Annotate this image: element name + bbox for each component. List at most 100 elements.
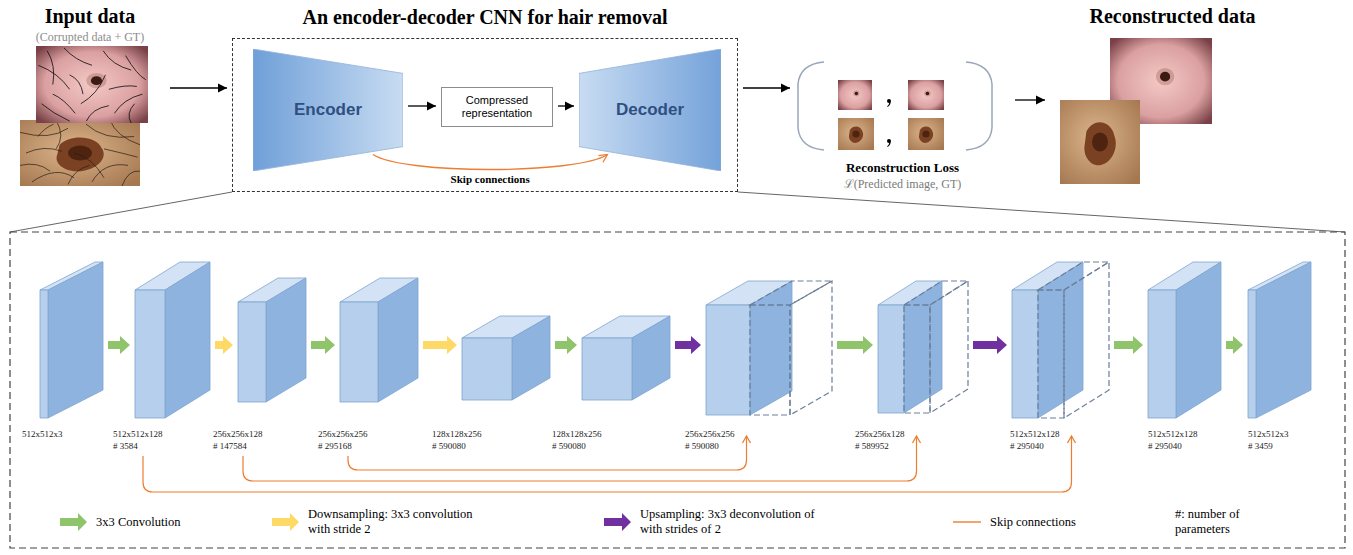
cuboid-face <box>632 316 670 400</box>
network-frame: An encoder-decoder CNN for hair removalE… <box>232 38 738 192</box>
cuboid-face <box>48 262 103 418</box>
layer-cuboid <box>135 262 210 418</box>
legend-item: 3x3 Convolution <box>58 506 236 538</box>
legend-arrow <box>60 513 87 531</box>
legend-text: Skip connections <box>990 515 1110 530</box>
layer-block: 128x128x256# 590080 <box>462 316 550 400</box>
process-box: Compressed representation <box>441 87 553 127</box>
legend-line <box>953 521 981 522</box>
layer-cuboid <box>1248 262 1311 418</box>
loss-title: Reconstruction Loss <box>795 160 1010 176</box>
block-arrow <box>837 336 873 354</box>
cuboid-face <box>165 262 210 418</box>
frame-heading: An encoder-decoder CNN for hair removal <box>233 5 737 29</box>
skip-connection <box>348 436 747 470</box>
block-arrow <box>973 336 1007 354</box>
connector <box>108 336 130 354</box>
legend-arrow <box>272 513 299 531</box>
group-heading: Reconstructed data <box>1050 4 1295 28</box>
layer-dimension: 512x512x128 <box>1010 428 1060 440</box>
layer-label: 512x512x128# 3584 <box>113 428 163 452</box>
connector <box>311 336 335 354</box>
layer-block: 128x128x256# 590080 <box>582 316 670 400</box>
param-count: # 589952 <box>855 440 905 452</box>
cuboid-face <box>40 290 48 418</box>
layer-block: 256x256x256# 590080 <box>706 281 832 415</box>
param-count: # 590080 <box>552 440 602 452</box>
cuboid-face <box>1012 290 1038 418</box>
block-title: Encoder <box>294 100 362 120</box>
layer-block: 512x512x3# 3459 <box>1248 262 1311 418</box>
zoom-line <box>10 192 232 232</box>
param-count: # 147584 <box>213 440 263 452</box>
input-image <box>36 46 148 123</box>
block-arrow <box>423 336 457 354</box>
layer-label: 512x512x3# 3459 <box>1248 428 1289 452</box>
legend-text: Upsampling: 3x3 deconvolution of with st… <box>640 507 834 537</box>
layer-dimension: 256x256x256 <box>685 428 735 440</box>
block-arrow <box>215 336 233 354</box>
block-arrow <box>555 336 577 354</box>
block-arrow <box>1114 336 1143 354</box>
hair-overlay <box>20 120 140 186</box>
cuboid-face <box>462 338 512 400</box>
param-count: # 590080 <box>685 440 735 452</box>
layer-cuboid <box>40 262 103 418</box>
block-arrow <box>1226 336 1243 354</box>
layer-dimension: 128x128x256 <box>552 428 602 440</box>
concat-outline <box>1038 290 1064 418</box>
legend-sample <box>270 512 300 532</box>
layer-dimension: 256x256x128 <box>213 428 263 440</box>
arrow-head <box>1068 436 1076 443</box>
comma-mark <box>887 99 891 147</box>
layer-dimension: 512x512x128 <box>113 428 163 440</box>
connector <box>555 336 577 354</box>
concat-outline <box>750 281 832 305</box>
trapezoid <box>253 49 403 171</box>
connector <box>143 436 1076 492</box>
layer-cuboid <box>1012 262 1109 418</box>
cuboid-face <box>238 302 266 402</box>
pair-image <box>908 118 944 150</box>
decoder-block: Decoder <box>579 49 721 171</box>
cuboid-face <box>1256 262 1311 418</box>
block-arrow <box>311 336 335 354</box>
layer-label: 256x256x128# 589952 <box>855 428 905 452</box>
cuboid-face <box>1038 262 1083 418</box>
layer-cuboid <box>878 281 968 413</box>
arrow-head <box>565 102 574 111</box>
concat-outline <box>1064 262 1109 418</box>
pair-image <box>838 118 874 150</box>
cuboid-face <box>878 305 904 413</box>
param-count: # 3459 <box>1248 440 1289 452</box>
cuboid-face <box>1248 290 1256 418</box>
layer-label: 128x128x256# 590080 <box>432 428 482 452</box>
connector-label: Skip connections <box>448 172 533 186</box>
legend-arrow <box>604 513 631 531</box>
layer-label: 512x512x3 <box>22 428 63 440</box>
trapezoid <box>579 49 721 171</box>
output-image <box>1060 100 1140 184</box>
cuboid-face <box>1176 262 1221 418</box>
layer-label: 256x256x128# 147584 <box>213 428 263 452</box>
layer-label: 256x256x256# 295168 <box>318 428 368 452</box>
loss-group: Reconstruction Lossℒ(Predicted image, GT… <box>795 58 1010 192</box>
skip-connection <box>143 436 1072 492</box>
connector <box>348 436 751 470</box>
layer-cuboid <box>340 278 418 402</box>
input-image <box>20 120 140 186</box>
layer-dimension: 512x512x128 <box>1148 428 1198 440</box>
layer-block: 512x512x3 <box>40 262 103 418</box>
cuboid-face <box>135 290 165 418</box>
loss-formula: ℒ(Predicted image, GT) <box>795 176 1010 192</box>
layer-block: 256x256x256# 295168 <box>340 278 418 402</box>
cuboid-face <box>1148 290 1176 418</box>
connector <box>170 84 227 93</box>
group-subheading: (Corrupted data + GT) <box>15 30 165 45</box>
group-heading: Input data <box>15 4 165 28</box>
block-title: Decoder <box>616 100 684 120</box>
layer-dimension: 512x512x3 <box>1248 428 1289 440</box>
cuboid-face <box>706 305 750 415</box>
